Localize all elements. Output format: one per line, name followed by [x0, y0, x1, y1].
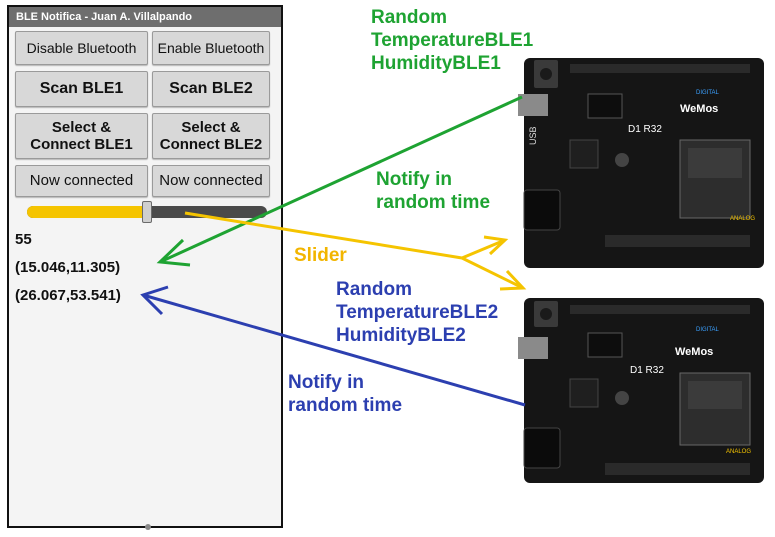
- ble2-notify-arrow: [142, 293, 526, 407]
- slider-arrow: [184, 211, 463, 260]
- scan-ble1-button[interactable]: Scan BLE1: [15, 71, 148, 107]
- ble1-arrowhead: [156, 238, 191, 267]
- enable-bluetooth-button[interactable]: Enable Bluetooth: [152, 31, 270, 65]
- model-label: D1 R32: [630, 365, 664, 376]
- scan-ble2-button[interactable]: Scan BLE2: [152, 71, 270, 107]
- app-title: BLE Notifica - Juan A. Villalpando: [9, 7, 281, 27]
- model-label: D1 R32: [628, 124, 662, 135]
- brand-label: WeMos: [680, 103, 718, 115]
- slider-fill: [27, 206, 147, 218]
- power-jack: [523, 427, 561, 469]
- usb-label: USB: [528, 126, 538, 145]
- chip: [587, 93, 623, 119]
- slider-arrowhead-ble1: [483, 235, 509, 256]
- analog-label: ANALOG: [730, 216, 755, 222]
- ble1-random-label: Random TemperatureBLE1 HumidityBLE1: [371, 7, 534, 74]
- ble2-readout: (26.067,53.541): [15, 287, 121, 304]
- digital-header: [570, 64, 750, 73]
- power-header: [605, 463, 750, 475]
- esp32-board-ble2: WeMos D1 R32 DIGITAL ANALOG: [518, 298, 764, 483]
- ble2-random-label: Random TemperatureBLE2 HumidityBLE2: [336, 279, 499, 346]
- slider-thumb[interactable]: [142, 201, 152, 223]
- power-header: [605, 235, 750, 247]
- slider[interactable]: [27, 201, 267, 223]
- phone-screen: BLE Notifica - Juan A. Villalpando Disab…: [7, 5, 283, 530]
- chip: [587, 332, 623, 358]
- status-ble1-label: Now connected: [15, 165, 148, 197]
- esp32-board-ble1: USB WeMos D1 R32 DIGITAL ANALOG: [518, 58, 764, 268]
- analog-label: ANALOG: [726, 449, 751, 455]
- ble2-arrowhead: [140, 285, 169, 316]
- slider-arrow-ble1: [461, 238, 506, 260]
- ble1-readout: (15.046,11.305): [15, 259, 121, 276]
- connect-ble1-button[interactable]: Select & Connect BLE1: [15, 113, 148, 159]
- connect-ble2-button[interactable]: Select & Connect BLE2: [152, 113, 270, 159]
- ble1-notify-label: Notify in random time: [376, 169, 491, 213]
- digital-label: DIGITAL: [696, 90, 720, 96]
- brand-label: WeMos: [675, 346, 713, 358]
- slider-label: Slider: [294, 245, 347, 266]
- digital-header: [570, 305, 750, 314]
- power-jack: [523, 189, 561, 231]
- usb-connector: [518, 337, 548, 359]
- slider-arrowhead-ble2: [499, 269, 527, 291]
- ble1-notify-arrow: [159, 95, 523, 264]
- nav-indicator: [145, 524, 151, 530]
- status-ble2-label: Now connected: [152, 165, 270, 197]
- slider-value: 55: [15, 231, 32, 248]
- digital-label: DIGITAL: [696, 327, 720, 333]
- ble2-notify-label: Notify in random time: [288, 372, 403, 416]
- disable-bluetooth-button[interactable]: Disable Bluetooth: [15, 31, 148, 65]
- slider-arrow-ble2: [461, 256, 524, 290]
- usb-connector: [518, 94, 548, 116]
